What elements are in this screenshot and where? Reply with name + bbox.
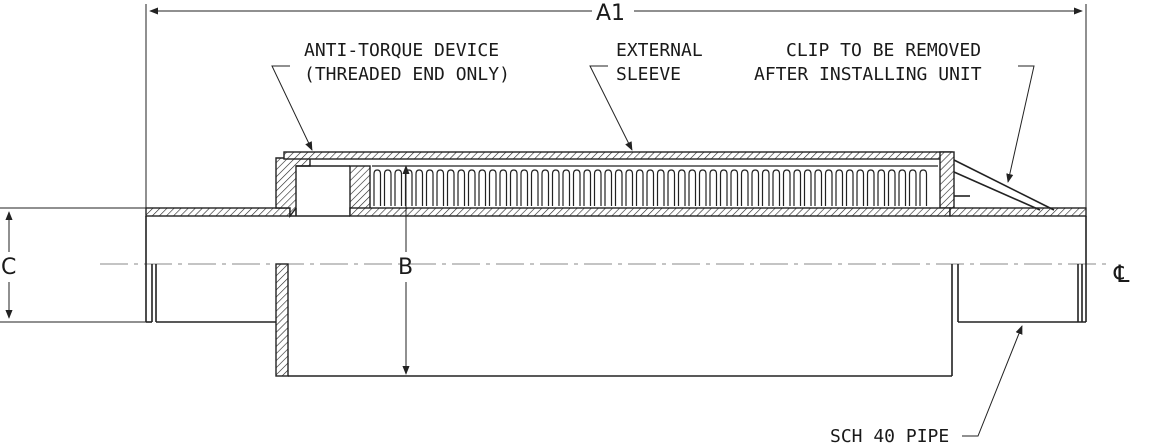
dimension-a1-label: A1: [596, 1, 625, 26]
callout-external-sleeve-line2: SLEEVE: [616, 64, 681, 85]
dimension-b-label: B: [398, 255, 413, 280]
shipping-clip: [953, 159, 1055, 211]
right-pipe: [949, 207, 1087, 323]
dimension-a1: A1: [145, 1, 1087, 322]
callout-anti-torque-line1: ANTI-TORQUE DEVICE: [304, 40, 499, 61]
lower-body: [275, 263, 959, 377]
callout-anti-torque: ANTI-TORQUE DEVICE (THREADED END ONLY): [271, 40, 510, 151]
dimension-c: C: [0, 207, 146, 323]
left-pipe: [145, 207, 291, 323]
callout-external-sleeve: EXTERNAL SLEEVE: [589, 40, 703, 151]
centerline-symbol: ℄: [1113, 260, 1130, 288]
callout-clip-line2: AFTER INSTALLING UNIT: [754, 64, 982, 85]
callout-pipe: SCH 40 PIPE: [830, 325, 1023, 447]
bellows: [372, 165, 938, 206]
bellows-convolutions: [373, 169, 928, 206]
dimension-b: B: [398, 165, 413, 375]
callout-pipe-label: SCH 40 PIPE: [830, 426, 949, 447]
callout-clip: CLIP TO BE REMOVED AFTER INSTALLING UNIT: [754, 40, 1035, 183]
anti-torque-device: [275, 157, 350, 219]
dimension-c-label: C: [1, 255, 16, 280]
sleeve-ring: [349, 165, 951, 217]
callout-anti-torque-line2: (THREADED END ONLY): [304, 64, 510, 85]
callout-external-sleeve-line1: EXTERNAL: [616, 40, 703, 61]
callout-clip-line1: CLIP TO BE REMOVED: [786, 40, 981, 61]
